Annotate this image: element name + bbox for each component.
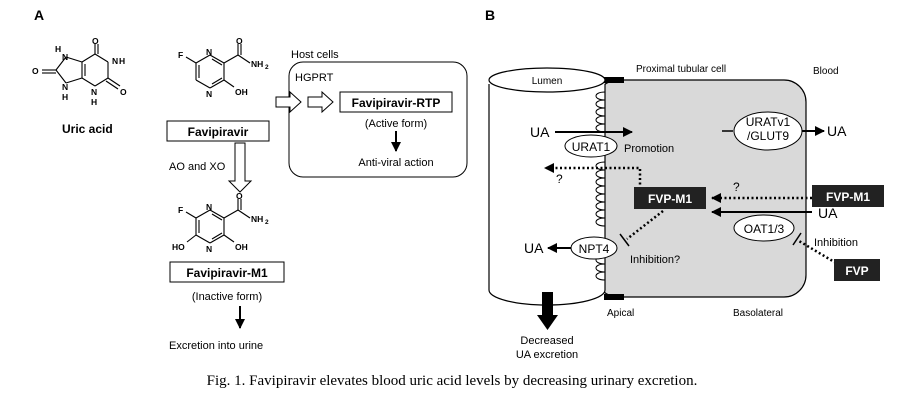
metabolism-label: AO and XO	[169, 161, 226, 173]
uric-o-right: O	[120, 87, 127, 97]
uratv1-label-line1: URATv1	[746, 115, 791, 129]
host-cells-title: Host cells	[291, 49, 339, 61]
favipiravir-m1-name: Favipiravir-M1	[186, 266, 268, 280]
m1-f: F	[178, 205, 183, 215]
basolateral-label: Basolateral	[733, 308, 783, 319]
uratv1-label-line2: /GLUT9	[747, 129, 789, 143]
tight-junction-bottom	[604, 294, 624, 300]
decreased-line2: UA excretion	[516, 349, 578, 361]
uric-acid-atoms: O O O H N N H N N H H	[32, 36, 127, 107]
question-left: ?	[556, 172, 563, 186]
lumen-label: Lumen	[532, 76, 563, 87]
ua-right-top: UA	[827, 123, 847, 139]
npt4-label: NPT4	[579, 242, 610, 256]
uric-n-left-bot: N	[62, 82, 68, 92]
uric-o-top: O	[92, 36, 99, 46]
tight-junction-top	[604, 77, 624, 83]
uric-h-right-bot: H	[91, 97, 97, 107]
ua-left-bottom: UA	[524, 240, 544, 256]
oat13-label: OAT1/3	[744, 222, 785, 236]
m1-n-bot: N	[206, 244, 212, 254]
favipiravir-atoms: F N N O NH 2 OH	[178, 36, 269, 99]
question-right: ?	[733, 180, 740, 194]
npt4-inhibition-bar	[619, 233, 630, 247]
rtp-box	[339, 91, 453, 113]
host-cells-box	[288, 61, 468, 178]
uric-nh-right-top: H	[119, 56, 125, 66]
m1-oh: OH	[235, 242, 248, 252]
inhibition-label: Inhibition	[814, 237, 858, 249]
panel-b-label: B	[485, 7, 495, 23]
metabolism-arrow-icon	[227, 142, 253, 193]
uric-acid-structure	[42, 44, 121, 90]
uric-h-left-bot: H	[62, 92, 68, 102]
excretion-label: Excretion into urine	[169, 340, 263, 352]
figure-caption: Fig. 1. Favipiravir elevates blood uric …	[206, 373, 698, 389]
blood-label: Blood	[813, 66, 839, 77]
favipiravir-name-box	[166, 120, 270, 142]
fvp-m1-center-label: FVP-M1	[648, 192, 692, 206]
uric-n-left-top: N	[62, 52, 68, 62]
favipiravir-m1-structure	[185, 199, 251, 244]
panel-a-label: A	[34, 7, 44, 23]
uric-nh-left-top: H	[55, 44, 61, 54]
lumen-top	[488, 67, 606, 93]
decreased-line1: Decreased	[520, 335, 573, 347]
favipiravir-m1-atoms: F N N O NH 2 HO OH	[172, 191, 269, 254]
antiviral-label: Anti-viral action	[358, 157, 433, 169]
fav-nh2: NH	[251, 59, 263, 69]
favipiravir-name: Favipiravir	[188, 125, 249, 139]
fav-nh2-sub: 2	[265, 64, 269, 71]
fvp-label: FVP	[845, 264, 868, 278]
inhibition-q-label: Inhibition?	[630, 254, 680, 266]
m1-ho: HO	[172, 242, 185, 252]
favipiravir-m1-name-box	[169, 261, 285, 283]
fvp-m1-right-label: FVP-M1	[826, 190, 870, 204]
fvp-inhibition-bar	[792, 232, 802, 246]
fav-n-bot: N	[206, 89, 212, 99]
brush-border	[595, 91, 606, 281]
uric-o-left: O	[32, 66, 39, 76]
fav-o: O	[236, 36, 243, 46]
fvp-m1-center-badge	[634, 187, 706, 209]
hollow-arrow-icon-2	[307, 90, 334, 114]
fav-n-top: N	[206, 47, 212, 57]
rtp-name: Favipiravir-RTP	[352, 96, 441, 110]
favipiravir-structure	[185, 44, 251, 89]
fav-f: F	[178, 50, 183, 60]
promotion-label: Promotion	[624, 143, 674, 155]
apical-label: Apical	[607, 308, 634, 319]
urat1-label: URAT1	[572, 140, 611, 154]
lumen-tube	[488, 84, 606, 306]
uric-n-right-top: N	[112, 56, 118, 66]
proximal-tubular-cell-label: Proximal tubular cell	[636, 64, 726, 75]
npt4-transporter	[570, 236, 618, 260]
rtp-form: (Active form)	[365, 118, 427, 130]
favipiravir-m1-form: (Inactive form)	[192, 291, 262, 303]
m1-nh2-sub: 2	[265, 219, 269, 226]
fvp-m1-right-badge	[812, 185, 884, 207]
decreased-excretion-arrow-icon	[537, 292, 558, 330]
hollow-arrow-icon-1	[275, 90, 302, 114]
npt4-inhibition-dotted	[626, 210, 664, 240]
m1-n-top: N	[206, 202, 212, 212]
uric-acid-name: Uric acid	[62, 122, 113, 136]
urat1-transporter	[564, 134, 618, 158]
ua-left-top: UA	[530, 124, 550, 140]
fvp-badge	[834, 259, 880, 281]
m1-o: O	[236, 191, 243, 201]
fav-oh: OH	[235, 87, 248, 97]
m1-nh2: NH	[251, 214, 263, 224]
oat13-transporter	[733, 214, 795, 242]
ua-oat-label: UA	[818, 205, 838, 221]
hgprt-label: HGPRT	[295, 72, 334, 84]
uric-n-right-bot: N	[91, 87, 97, 97]
